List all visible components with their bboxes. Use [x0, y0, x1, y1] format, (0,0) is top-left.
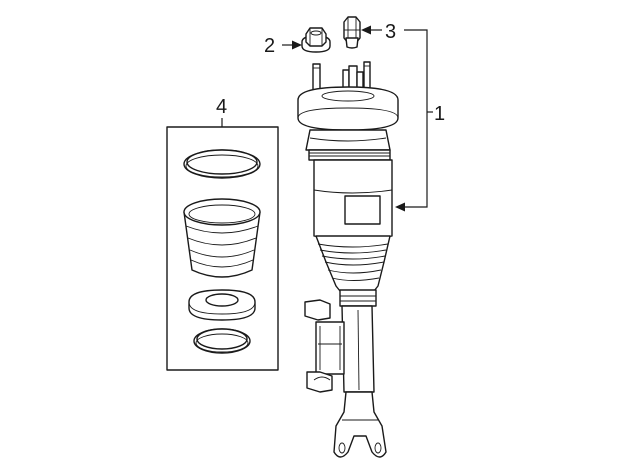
- kit-seal-ring-bottom[interactable]: [193, 328, 251, 354]
- callout-1: 1: [395, 29, 445, 212]
- callout-3-label: 3: [385, 21, 396, 43]
- part-2-flange-nut[interactable]: [301, 27, 331, 53]
- kit-box: [166, 126, 279, 371]
- callout-1-label: 1: [434, 103, 445, 125]
- kit-dust-boot[interactable]: [183, 198, 261, 278]
- callout-2: 2: [264, 35, 302, 57]
- label-plate: [344, 195, 381, 225]
- callout-4-label: 4: [216, 96, 227, 118]
- callout-2-label: 2: [264, 35, 275, 57]
- kit-bearing[interactable]: [188, 289, 256, 321]
- kit-seal-ring-top[interactable]: [183, 149, 261, 179]
- part-3-nut[interactable]: [343, 16, 361, 49]
- callout-3: 3: [361, 21, 396, 43]
- part-1-air-strut[interactable]: [297, 61, 399, 458]
- callout-4: 4: [216, 96, 227, 127]
